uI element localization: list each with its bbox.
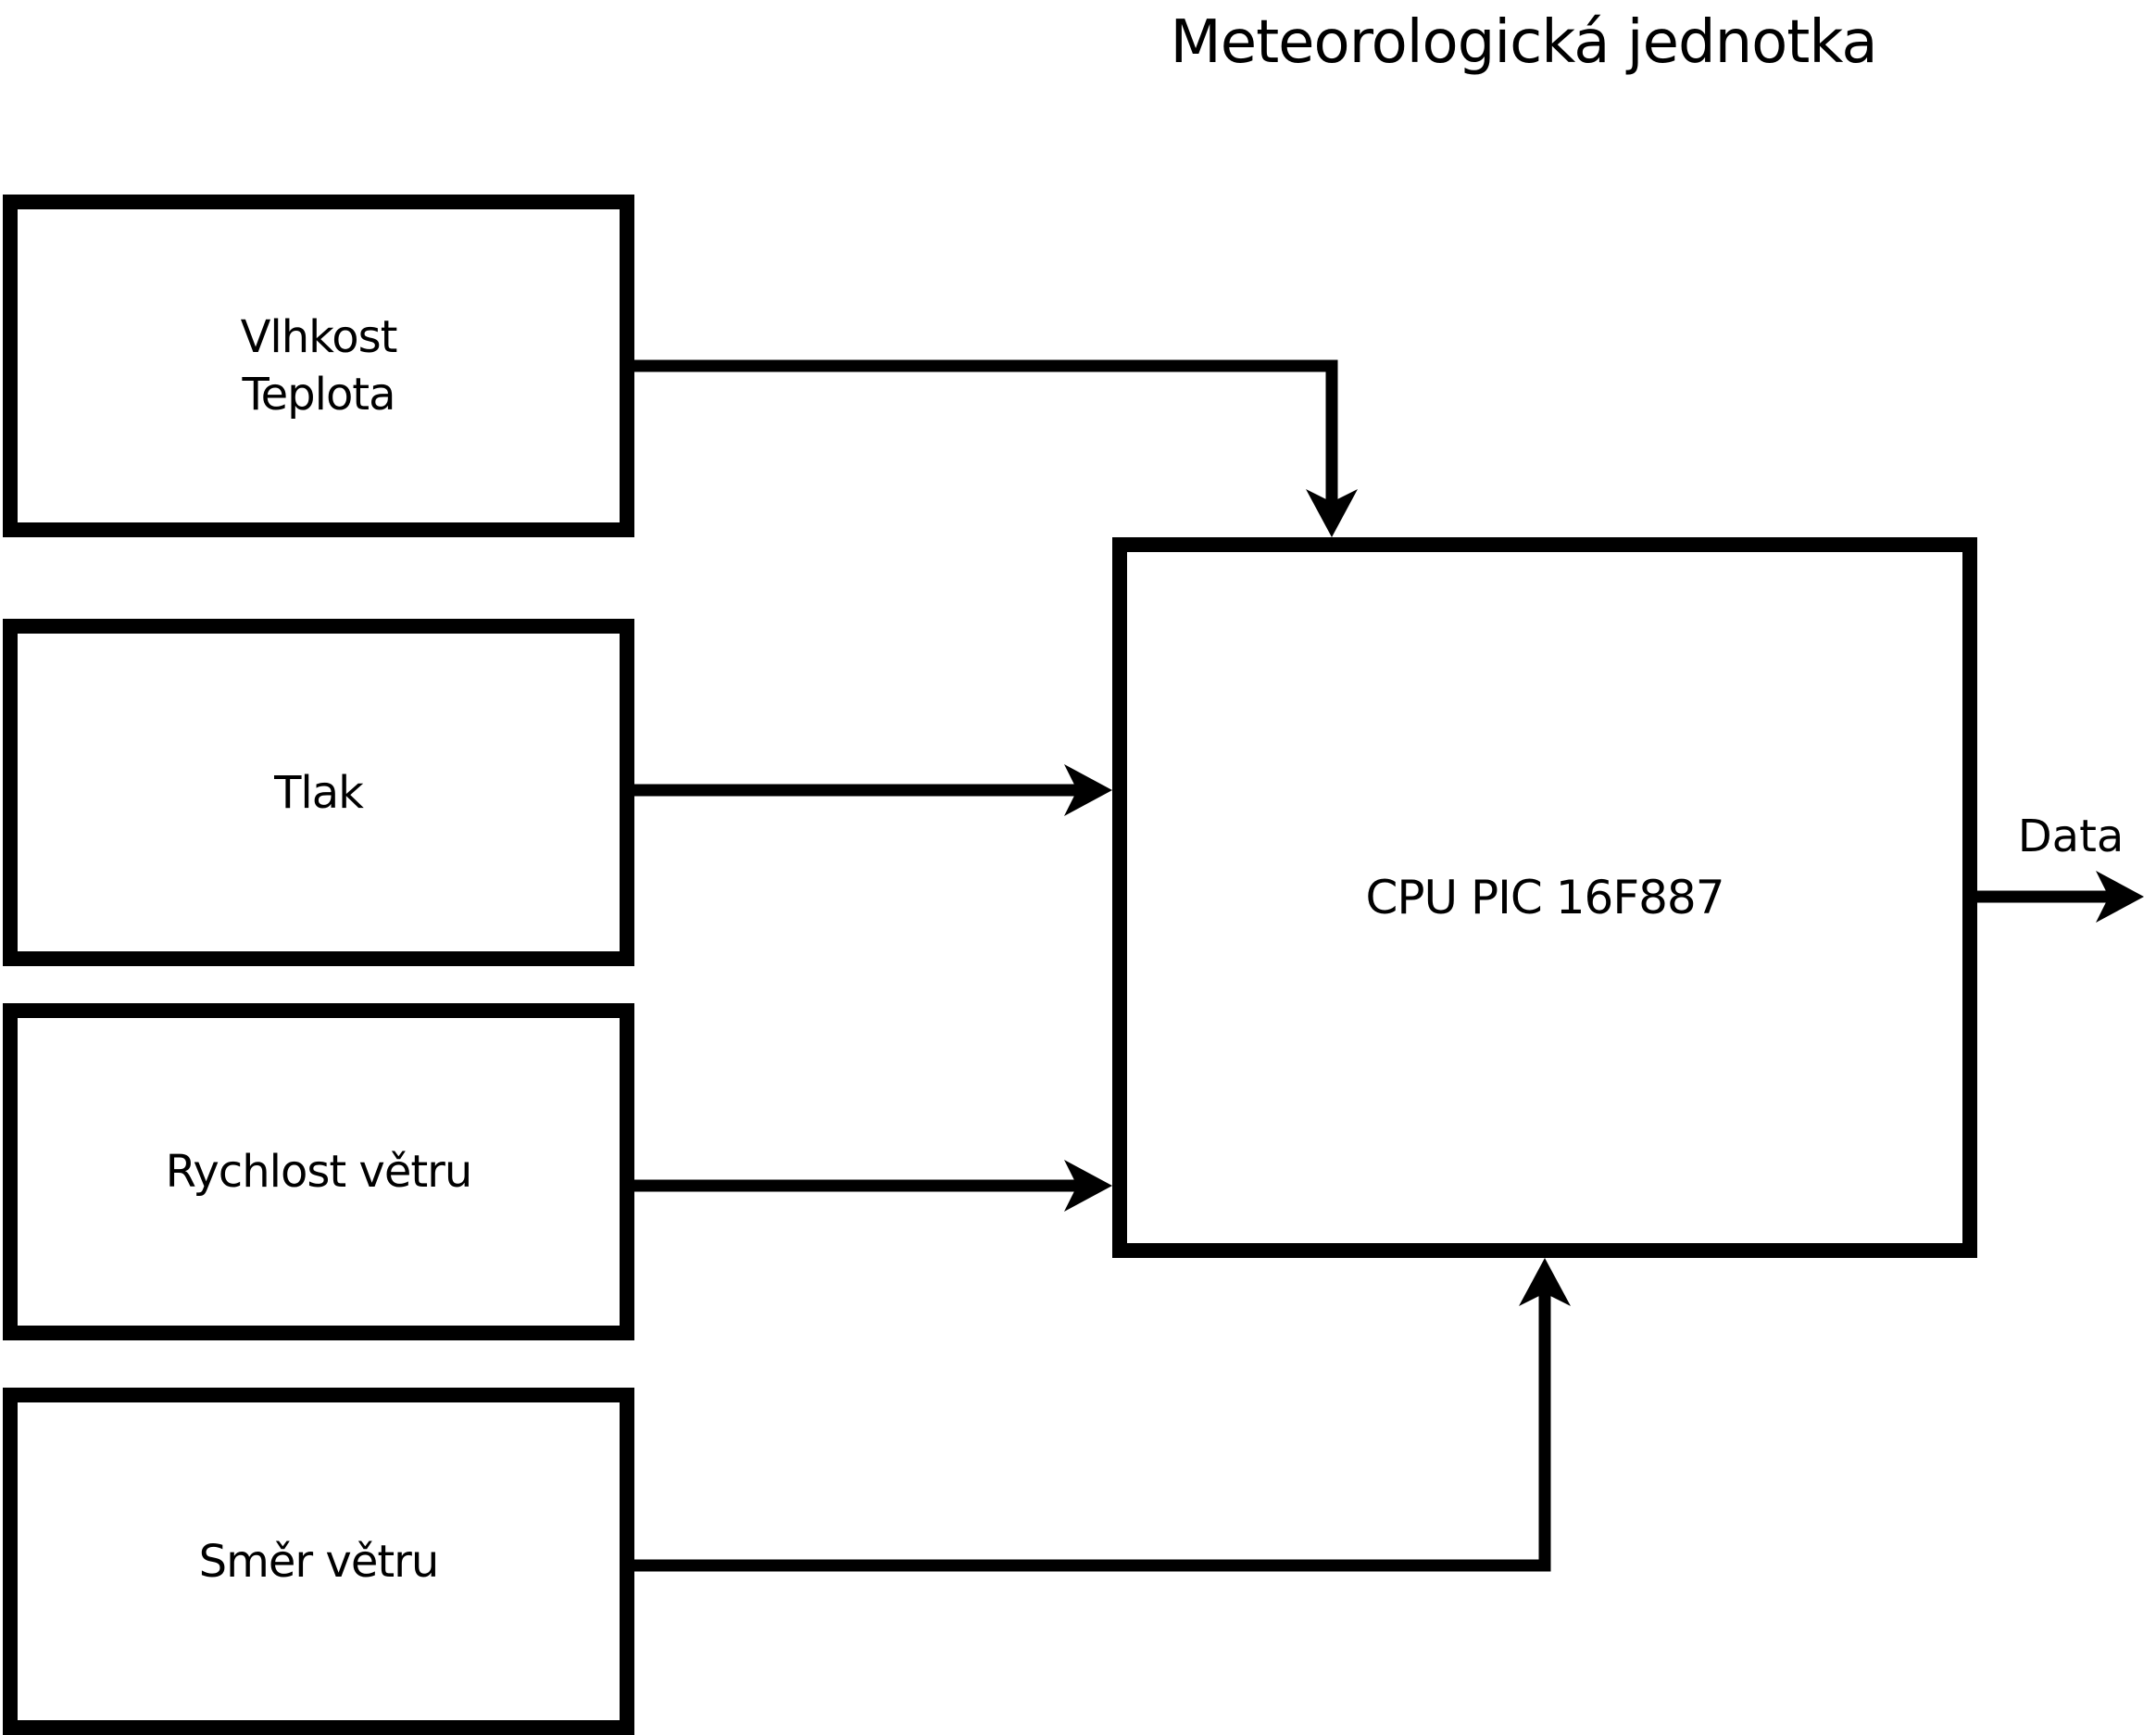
diagram-title: Meteorologická jednotka (1170, 8, 1877, 77)
connector-vlhkost-to-cpu (634, 359, 1358, 537)
cpu-box-label: CPU PIC 16F887 (1365, 871, 1724, 924)
connector-rychlost-to-cpu (634, 1160, 1112, 1212)
cpu-box: CPU PIC 16F887 (1112, 537, 1977, 1258)
arrowhead-up-icon (1519, 1258, 1571, 1306)
connector-cpu-to-data (1977, 871, 2144, 923)
input-box-smer-vetru: Směr větru (3, 1388, 634, 1735)
input-box-label-line: Rychlost větru (165, 1146, 473, 1198)
connector-line (634, 359, 1338, 502)
connector-smer-to-cpu (634, 1258, 1571, 1572)
connector-line (634, 1293, 1551, 1572)
input-box-label-line: Teplota (242, 369, 395, 421)
arrowhead-right-icon (2096, 871, 2144, 923)
arrowhead-right-icon (1064, 764, 1112, 816)
input-box-rychlost-vetru: Rychlost větru (3, 1003, 634, 1340)
input-box-label-line: Vlhkost (240, 311, 398, 363)
arrowhead-right-icon (1064, 1160, 1112, 1212)
connector-tlak-to-cpu (634, 764, 1112, 816)
input-box-label-line: Tlak (274, 766, 364, 819)
arrowhead-down-icon (1306, 489, 1358, 537)
input-box-vlhkost-teplota: Vlhkost Teplota (3, 195, 634, 537)
input-box-label-line: Směr větru (198, 1535, 440, 1588)
data-output-label: Data (2017, 811, 2125, 862)
input-box-tlak: Tlak (3, 619, 634, 966)
